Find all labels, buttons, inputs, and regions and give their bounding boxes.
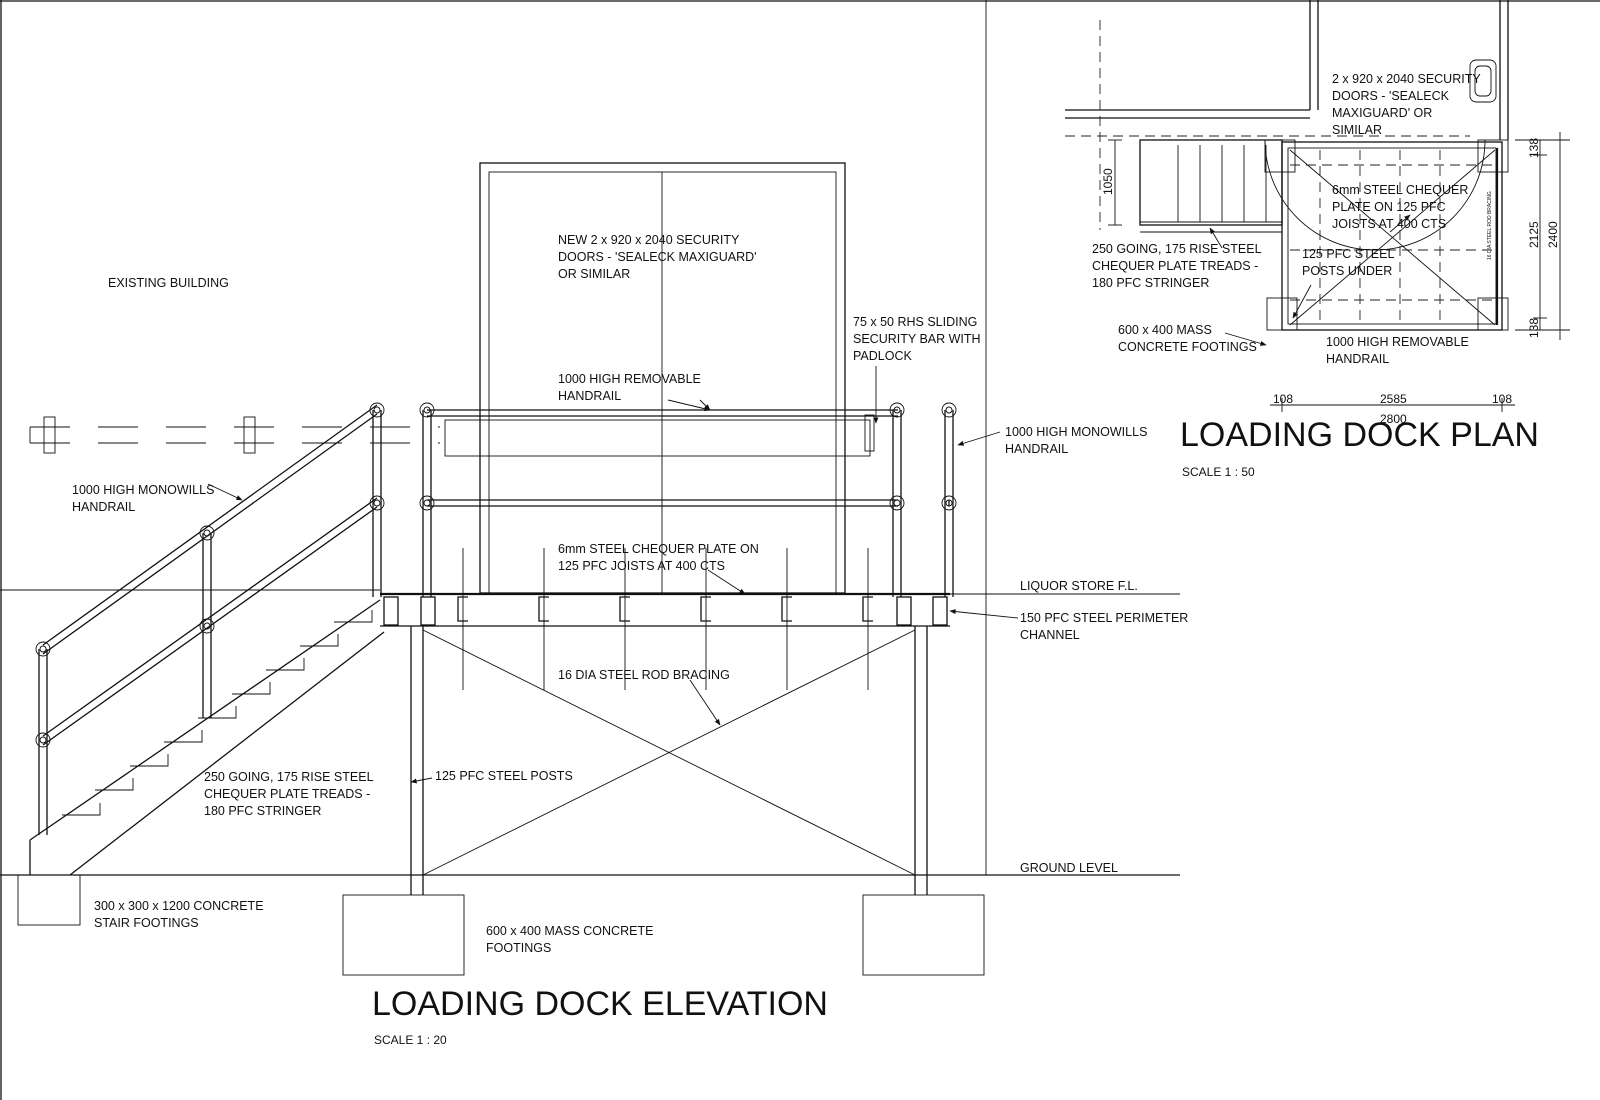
note-chequer-plate: 6mm STEEL CHEQUER PLATE ON 125 PFC JOIST… (558, 542, 762, 573)
note-removable-handrail: 1000 HIGH REMOVABLE HANDRAIL (558, 372, 704, 403)
note-perimeter-channel: 150 PFC STEEL PERIMETER CHANNEL (1020, 611, 1192, 642)
dim-top-offset: 138 (1527, 138, 1541, 158)
dim-stair-depth: 1050 (1101, 168, 1115, 195)
plan-note-posts: 125 PFC STEEL POSTS UNDER (1302, 247, 1397, 278)
elevation-title: LOADING DOCK ELEVATION (372, 985, 828, 1023)
plan-scale: SCALE 1 : 50 (1182, 465, 1255, 479)
stair-treads (62, 610, 373, 816)
plan-title: LOADING DOCK PLAN (1180, 416, 1539, 454)
plan-leaders (1209, 214, 1411, 346)
note-security-bar: 75 x 50 RHS SLIDING SECURITY BAR WITH PA… (853, 315, 984, 363)
note-stair-footings: 300 x 300 x 1200 CONCRETE STAIR FOOTINGS (94, 899, 267, 930)
note-security-doors: NEW 2 x 920 x 2040 SECURITY DOORS - 'SEA… (558, 233, 760, 281)
plan-stair (1139, 139, 1283, 233)
plan-platform: 16 DIA STEEL ROD BRACING (1264, 139, 1509, 331)
note-stair-treads: 250 GOING, 175 RISE STEEL CHEQUER PLATE … (204, 770, 377, 818)
plan-notes: 2 x 920 x 2040 SECURITY DOORS - 'SEALECK… (1092, 72, 1484, 366)
plan-note-footings: 600 x 400 MASS CONCRETE FOOTINGS (1118, 323, 1257, 354)
note-mass-footings: 600 x 400 MASS CONCRETE FOOTINGS (486, 924, 657, 955)
dim-right-offset: 108 (1492, 392, 1512, 406)
dim-overall-width: 2800 (1380, 412, 1407, 426)
plan-dimension-lines (1108, 132, 1570, 412)
dim-inner-depth: 2125 (1527, 221, 1541, 248)
note-monowills-right: 1000 HIGH MONOWILLS HANDRAIL (1005, 425, 1151, 456)
dim-overall-depth: 2400 (1546, 221, 1560, 248)
plan-note-doors: 2 x 920 x 2040 SECURITY DOORS - 'SEALECK… (1332, 72, 1484, 137)
dim-left-offset: 108 (1273, 392, 1293, 406)
plan-note-handrail: 1000 HIGH REMOVABLE HANDRAIL (1326, 335, 1472, 366)
elevation-scale: SCALE 1 : 20 (374, 1033, 447, 1047)
elevation-platform (380, 548, 950, 895)
joist-centre-lines (462, 548, 869, 690)
plan-bracing-tag: 16 DIA STEEL ROD BRACING (1487, 191, 1493, 260)
note-ground-level: GROUND LEVEL (1020, 861, 1118, 875)
existing-handrail-dashed (29, 416, 440, 454)
dim-bottom-offset: 138 (1527, 318, 1541, 338)
elevation-handrails (35, 402, 957, 748)
note-monowills-left: 1000 HIGH MONOWILLS HANDRAIL (72, 483, 218, 514)
note-liquor-store-fl: LIQUOR STORE F.L. (1020, 579, 1138, 593)
handrail-joints (35, 402, 957, 748)
elevation-stair (29, 404, 385, 876)
plan-note-chequer-plate: 6mm STEEL CHEQUER PLATE ON 125 PFC JOIST… (1332, 183, 1472, 231)
elevation-footings (17, 874, 985, 976)
plan-note-treads: 250 GOING, 175 RISE STEEL CHEQUER PLATE … (1092, 242, 1265, 290)
note-steel-posts: 125 PFC STEEL POSTS (435, 769, 573, 783)
elevation-notes: EXISTING BUILDING NEW 2 x 920 x 2040 SEC… (72, 233, 1192, 955)
note-rod-bracing: 16 DIA STEEL ROD BRACING (558, 668, 730, 682)
elevation-leaders (207, 366, 1019, 784)
note-existing-building: EXISTING BUILDING (108, 276, 229, 290)
pfc-joists (457, 596, 873, 622)
dim-width: 2585 (1380, 392, 1407, 406)
plan-building-outline (1065, 0, 1509, 251)
plan-dimension-text: 1050 138 2125 138 2400 108 2585 108 2800 (1101, 138, 1560, 426)
